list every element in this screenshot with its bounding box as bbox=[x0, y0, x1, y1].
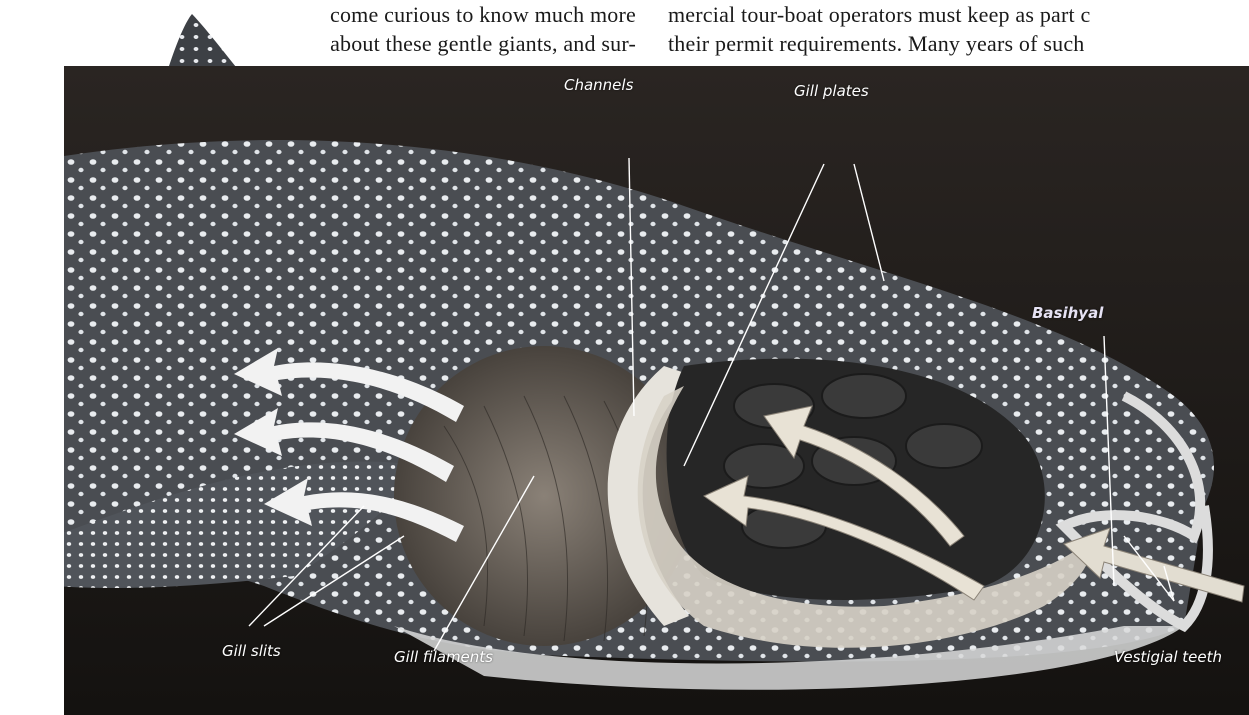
label-gill-filaments: Gill filaments bbox=[394, 648, 493, 666]
label-channels: Channels bbox=[564, 76, 633, 94]
text-line: their permit requirements. Many years of… bbox=[668, 29, 1249, 58]
label-gill-slits: Gill slits bbox=[222, 642, 281, 660]
label-gill-plates: Gill plates bbox=[794, 82, 869, 100]
whale-shark-illustration: Channels Gill plates Basihyal Gill slits… bbox=[64, 66, 1249, 715]
label-vestigial-teeth: Vestigial teeth bbox=[1114, 648, 1222, 666]
text-column-right: mercial tour-boat operators must keep as… bbox=[668, 0, 1249, 58]
text-line: mercial tour-boat operators must keep as… bbox=[668, 0, 1249, 29]
label-basihyal: Basihyal bbox=[1032, 304, 1103, 322]
